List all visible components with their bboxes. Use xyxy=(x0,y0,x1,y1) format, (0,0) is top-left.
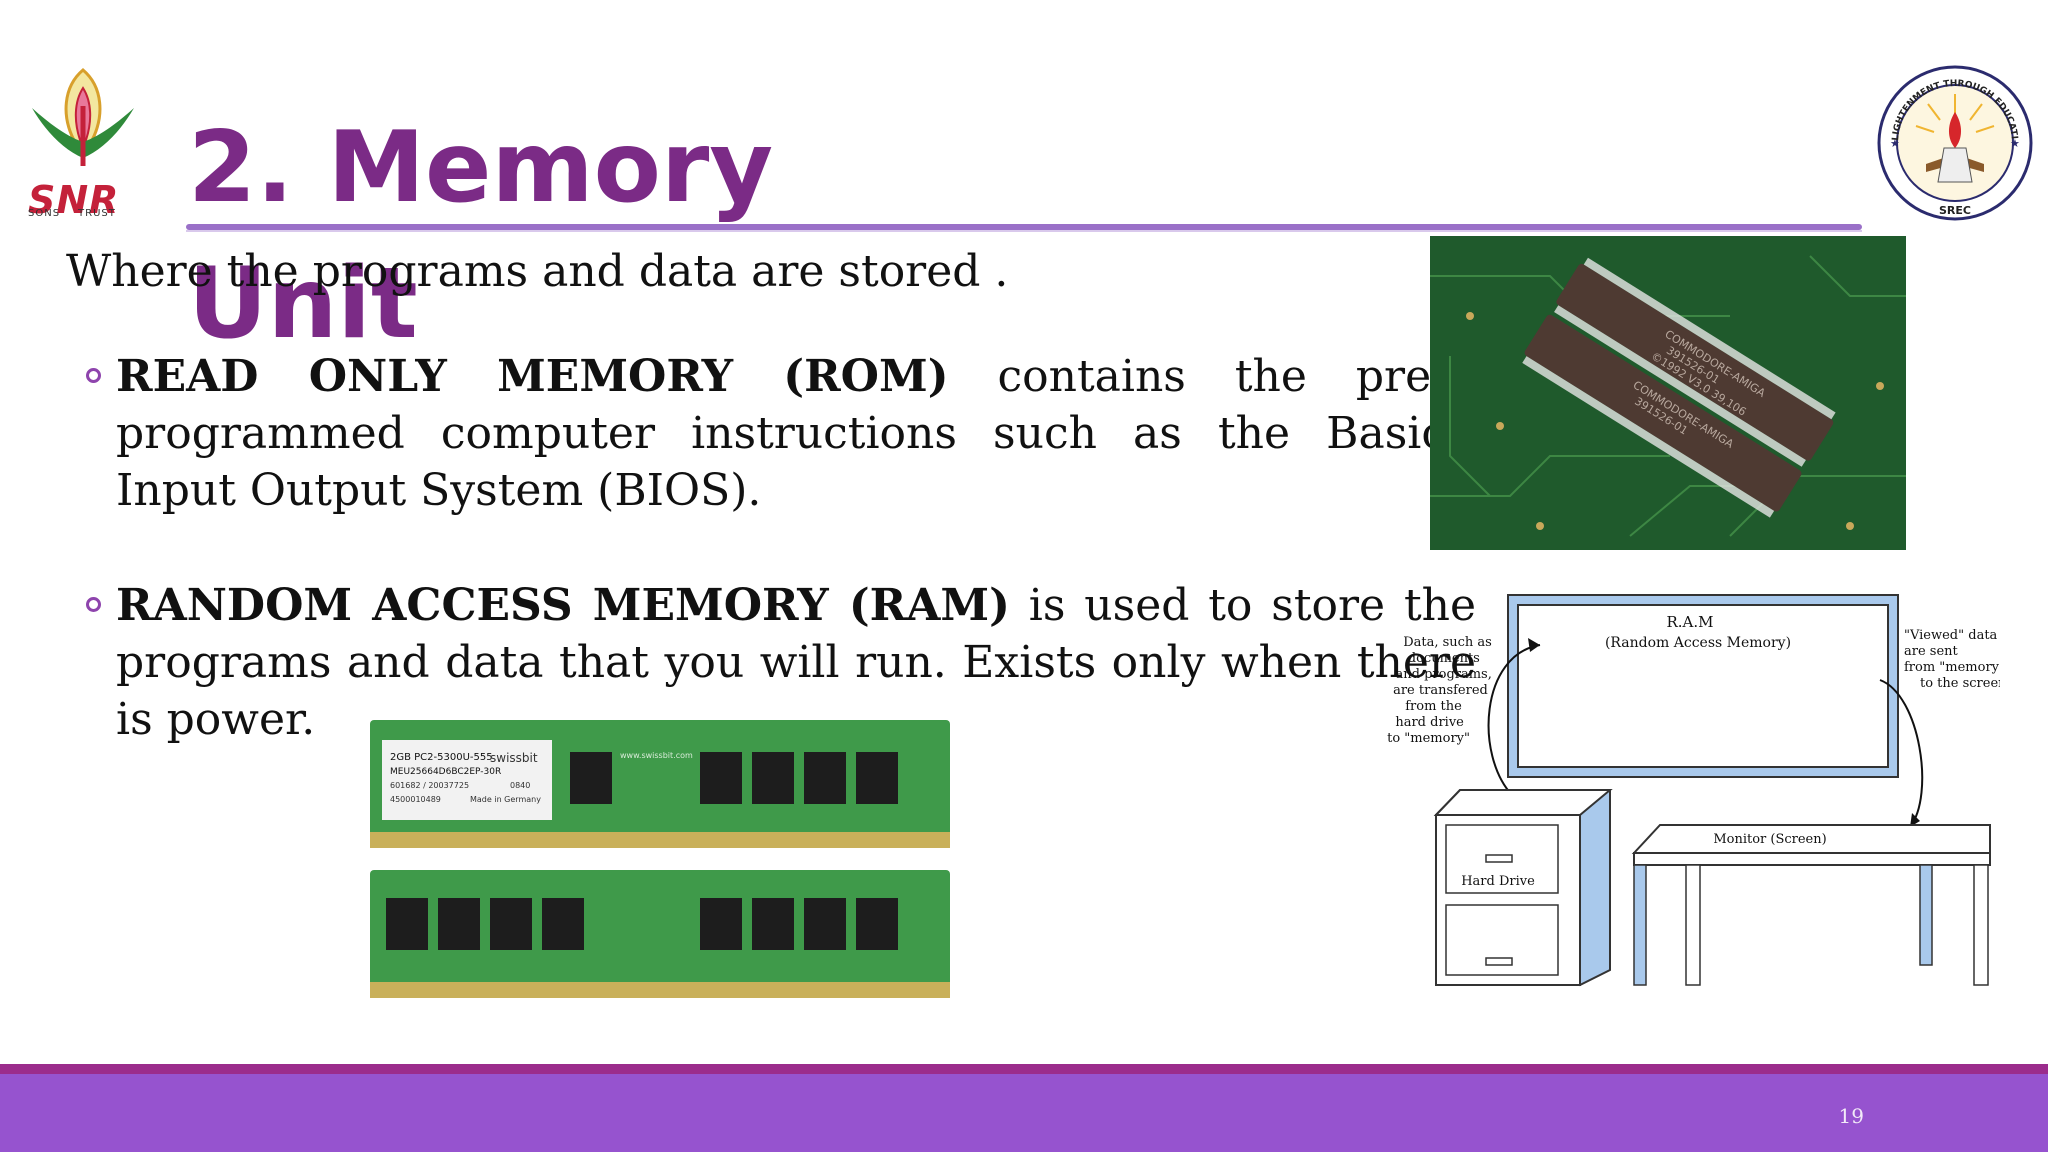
svg-text:4500010489: 4500010489 xyxy=(390,795,441,804)
svg-text:MEU25664D6BC2EP-30R: MEU25664D6BC2EP-30R xyxy=(390,767,501,777)
bullet-circle-icon xyxy=(86,368,101,383)
footer-accent-line xyxy=(0,1064,2048,1074)
rom-chip-photo: COMMODORE-AMIGA 391526-01 ©1992 V3.0 39,… xyxy=(1430,236,1906,550)
title-underline xyxy=(186,224,1862,232)
svg-text:www.swissbit.com: www.swissbit.com xyxy=(620,751,693,760)
svg-text:2GB PC2-5300U-555: 2GB PC2-5300U-555 xyxy=(390,752,493,763)
svg-text:0840: 0840 xyxy=(510,781,530,790)
memory-flow-diagram: R.A.M (Random Access Memory) Data, such … xyxy=(1387,594,2000,987)
footer-bar xyxy=(0,1074,2048,1152)
bullet-list: READ ONLY MEMORY (ROM) contains the pre-… xyxy=(86,348,1476,806)
svg-text:601682 / 20037725: 601682 / 20037725 xyxy=(390,781,469,790)
svg-text:Data, such as documents: Data, such as documents and programs, ar… xyxy=(1387,635,1496,746)
svg-text:"Viewed" data are sent: "Viewed" data are sent from "memory" to … xyxy=(1904,628,2000,691)
slide-title: 2. Memory Unit xyxy=(188,111,774,361)
lotus-icon xyxy=(32,68,134,166)
svg-text:Made in Germany: Made in Germany xyxy=(470,795,541,804)
bullet-ram: RANDOM ACCESS MEMORY (RAM) is used to st… xyxy=(86,577,1476,748)
bullet-rom-text: contains the pre-programmed computer ins… xyxy=(116,351,1446,516)
ram-module-photo: 2GB PC2-5300U-555 MEU25664D6BC2EP-30R 60… xyxy=(370,720,950,998)
bullet-ram-term: RANDOM ACCESS MEMORY (RAM) xyxy=(116,580,1010,631)
svg-text:Hard Drive: Hard Drive xyxy=(1461,874,1535,889)
svg-text:Monitor (Screen): Monitor (Screen) xyxy=(1713,832,1826,847)
bullet-circle-icon xyxy=(86,597,101,612)
svg-text:SREC: SREC xyxy=(1939,204,1971,217)
svg-text:swissbit: swissbit xyxy=(490,751,538,765)
bullet-rom: READ ONLY MEMORY (ROM) contains the pre-… xyxy=(86,348,1446,519)
svg-text:(Random Access Memory): (Random Access Memory) xyxy=(1605,635,1791,651)
bullet-ram-text: is used to store the programs and data t… xyxy=(116,580,1477,745)
svg-text:R.A.M: R.A.M xyxy=(1666,613,1713,631)
snr-brand-text: SNR xyxy=(28,178,120,222)
svg-text:★: ★ xyxy=(2010,137,2020,150)
slide-subtitle: Where the programs and data are stored . xyxy=(66,246,1009,297)
bullet-rom-term: READ ONLY MEMORY (ROM) xyxy=(116,351,949,402)
svg-text:★: ★ xyxy=(1890,137,1900,150)
srec-seal-icon: ENLIGHTENMENT THROUGH EDUCATION ★ ★ SREC xyxy=(1876,64,2033,221)
page-number: 19 xyxy=(1838,1104,1864,1128)
